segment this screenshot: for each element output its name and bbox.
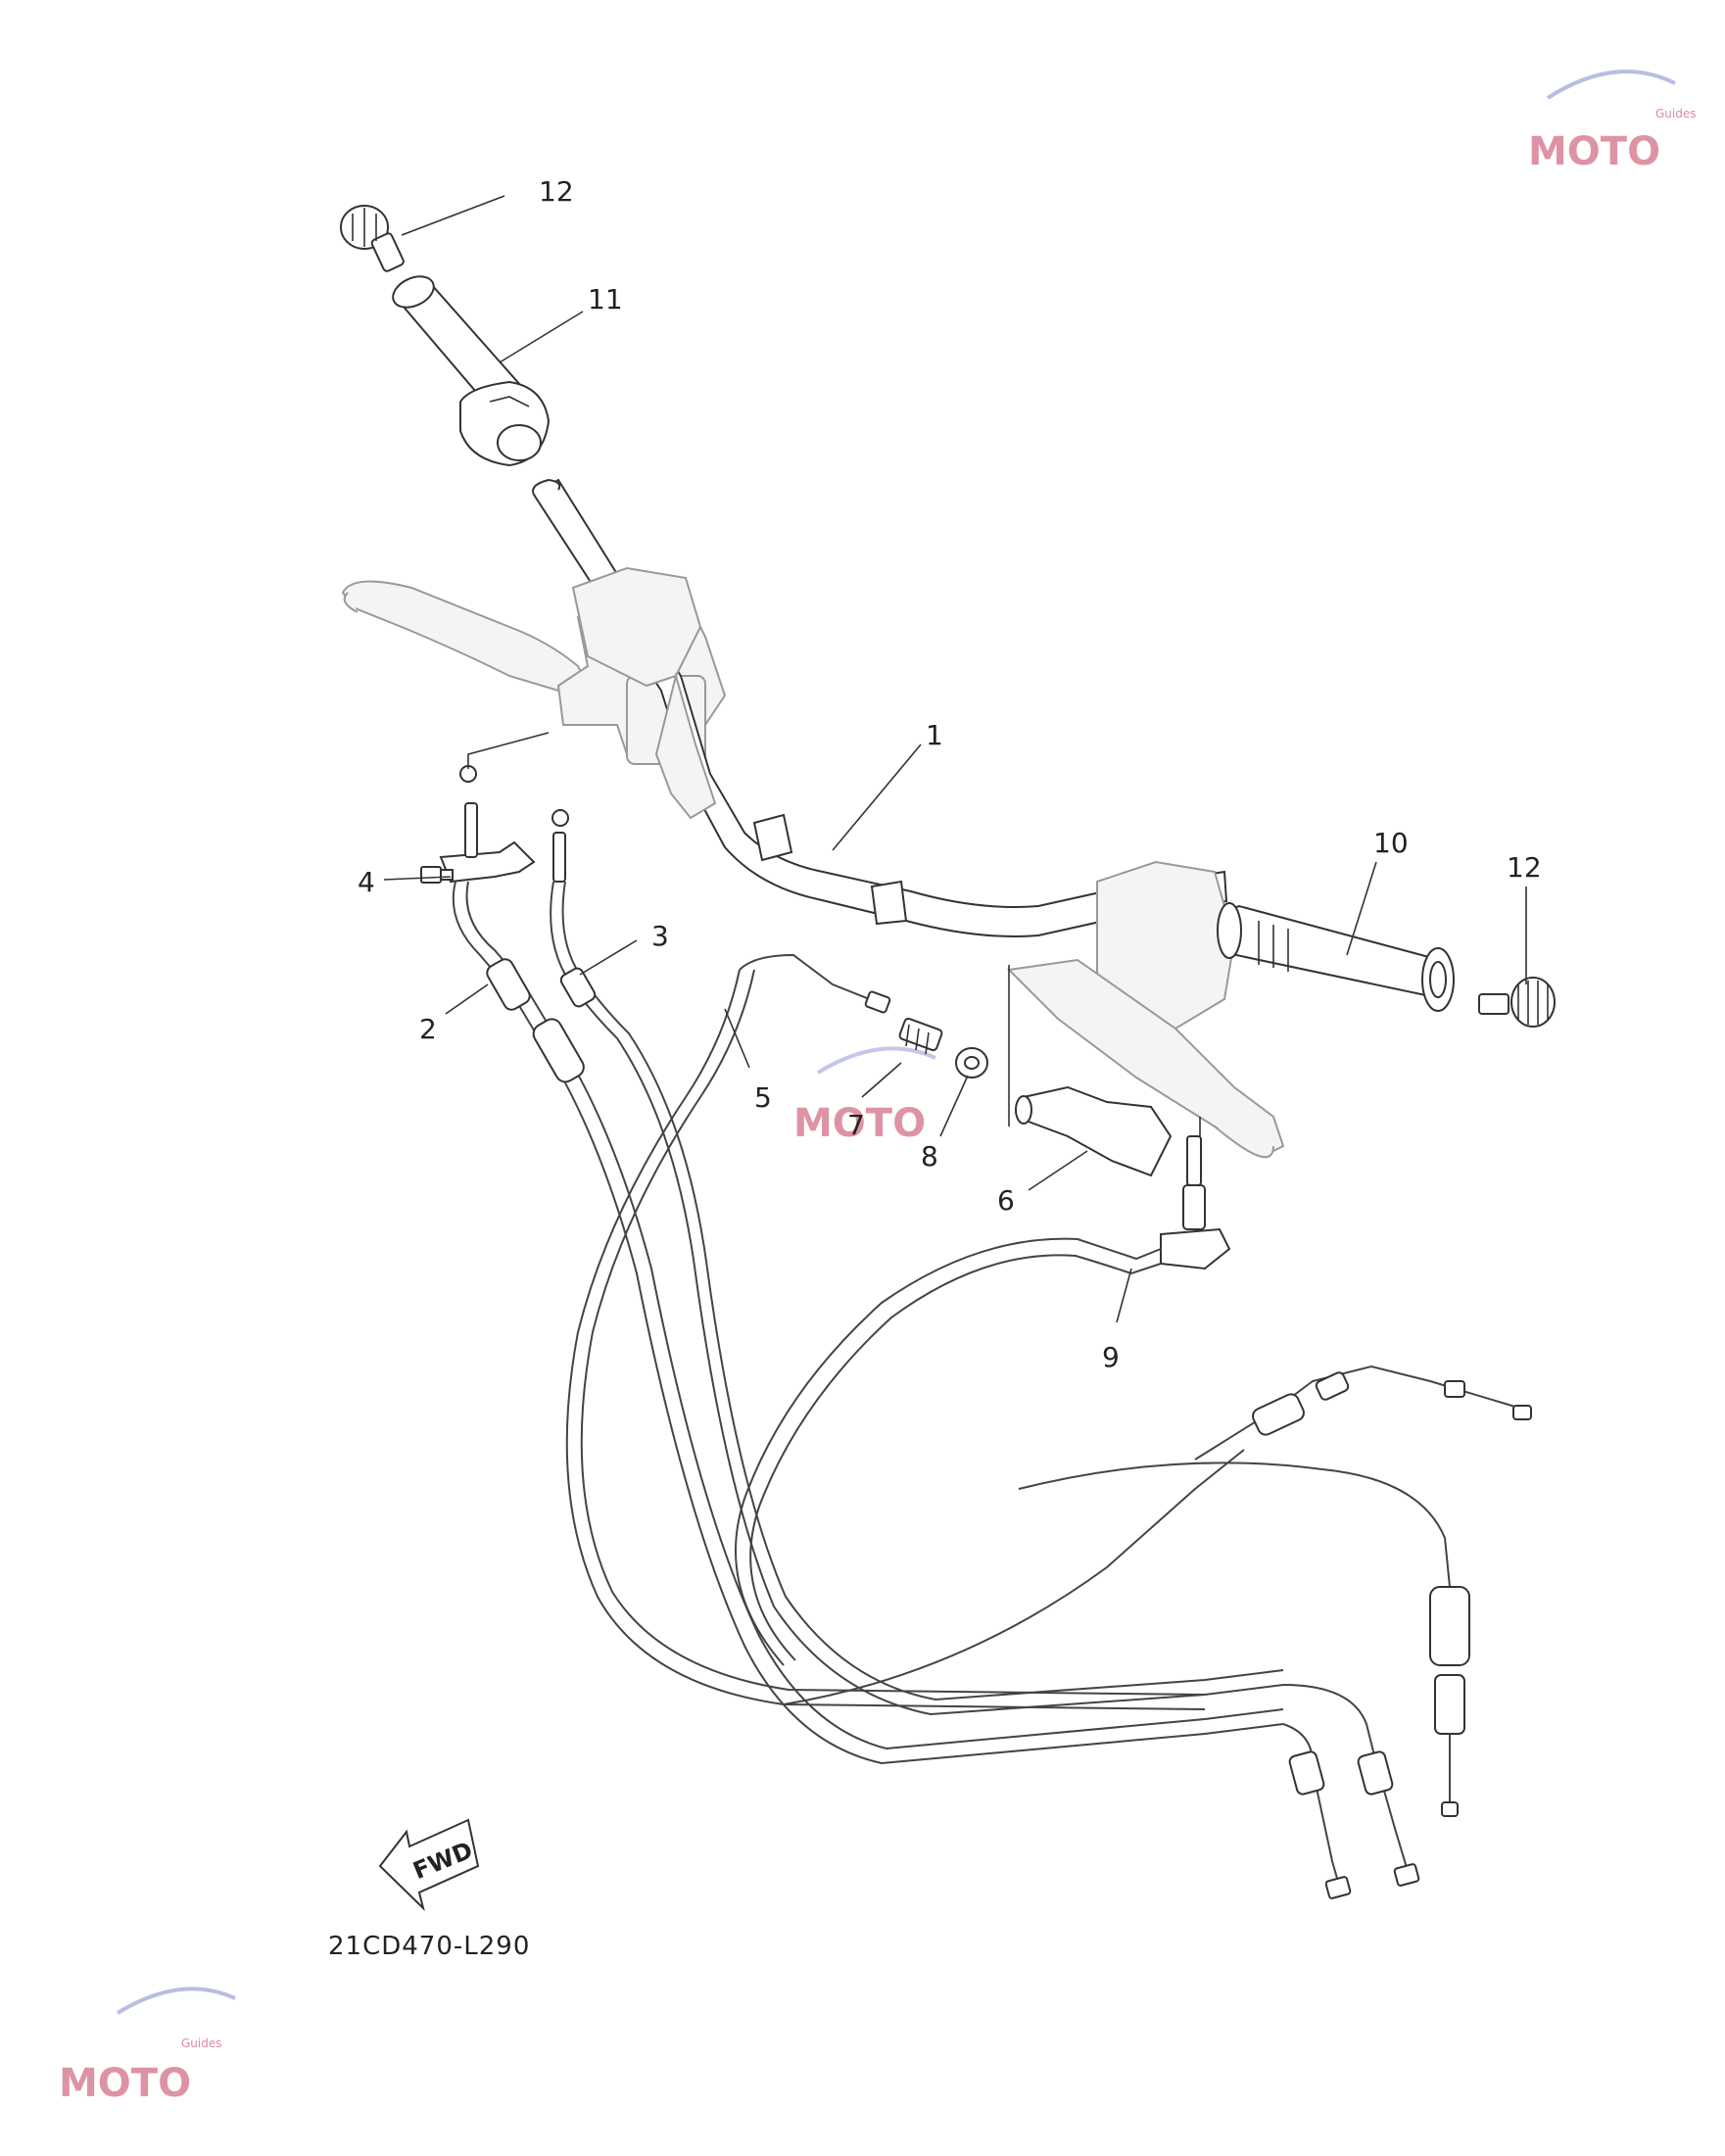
watermark-subtext: Guides	[181, 2036, 222, 2050]
watermark-subtext: Guides	[1655, 107, 1697, 120]
callout-6: 6	[997, 1184, 1015, 1217]
cable-9	[735, 1135, 1231, 1666]
callout-8: 8	[921, 1140, 938, 1173]
callout-10: 10	[1373, 827, 1409, 859]
callout-11: 11	[588, 283, 623, 315]
leader-lines	[383, 195, 1527, 1323]
callout-4: 4	[358, 866, 375, 898]
callout-3: 3	[651, 920, 669, 952]
throttle-grip	[392, 275, 551, 467]
callout-labels: 12 11 1 10 12 4 2 3 5 7 8 6 9	[358, 175, 1542, 1373]
watermark-text: MOTO	[793, 1101, 926, 1146]
watermark-text: MOTO	[1528, 129, 1660, 174]
callout-1: 1	[926, 719, 943, 751]
right-brake-lever-assembly	[1006, 860, 1285, 1159]
callout-12-right: 12	[1507, 851, 1542, 884]
diagram-code: 21CD470-L290	[328, 1932, 530, 1961]
callout-2: 2	[419, 1013, 437, 1045]
callout-12-top: 12	[539, 175, 574, 208]
watermark-bottom-left: MOTO Guides	[59, 1987, 236, 2106]
right-bar-end	[1478, 977, 1556, 1028]
callout-7: 7	[847, 1109, 865, 1141]
watermark-text: MOTO	[59, 2061, 191, 2106]
watermark-top-right: MOTO Guides	[1528, 70, 1697, 174]
left-switch-housing	[571, 566, 717, 820]
cable-adjuster-parts	[898, 1017, 1173, 1177]
right-grip	[1217, 902, 1455, 1012]
forward-direction-arrow: FWD	[378, 1818, 480, 1912]
watermark-center: MOTO	[793, 1046, 936, 1146]
callout-9: 9	[1102, 1341, 1120, 1373]
callout-5: 5	[754, 1081, 772, 1114]
left-bar-end	[340, 205, 405, 272]
cable-5	[565, 953, 1532, 1817]
